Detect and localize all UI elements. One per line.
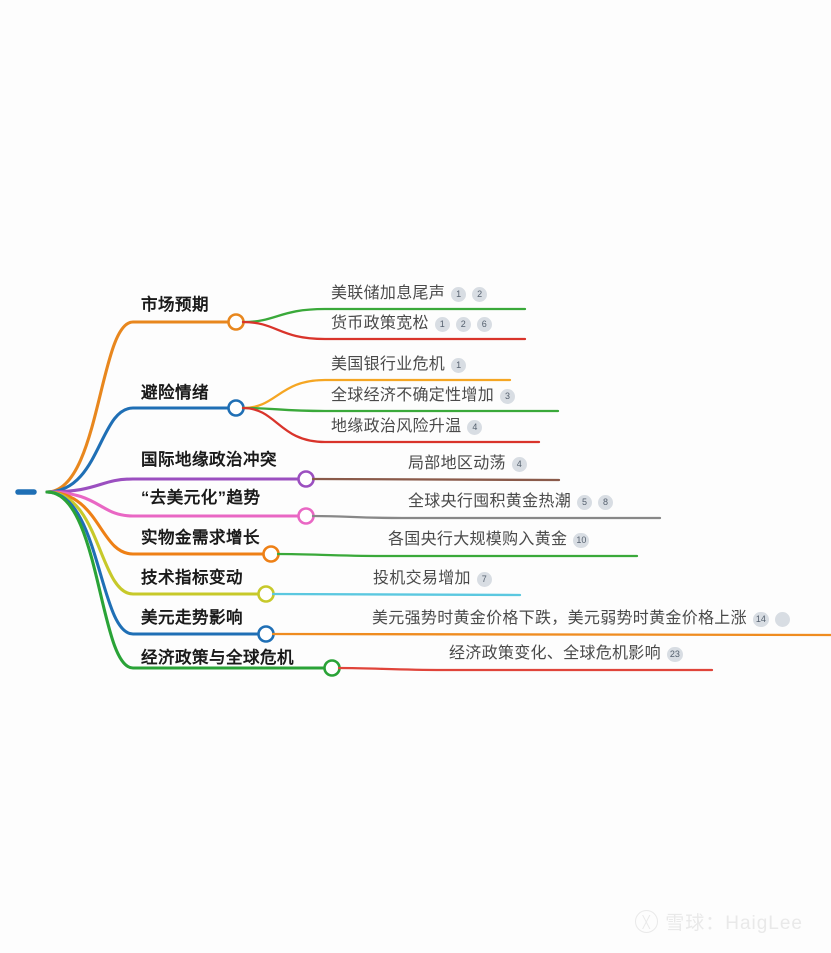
branch-node-1[interactable]: [227, 399, 245, 417]
leaf-item-2-0[interactable]: 局部地区动荡 4: [408, 456, 527, 472]
branch-trunk-0: [45, 320, 232, 494]
leaf-badge[interactable]: 14: [752, 611, 769, 627]
leaf-badge[interactable]: 4: [467, 419, 483, 435]
branch-label-7[interactable]: 经济政策与全球危机: [141, 649, 294, 667]
watermark: ╳ 雪球：HaigLee: [635, 908, 803, 935]
branch-label-0[interactable]: 市场预期: [141, 296, 209, 314]
leaf-badge[interactable]: 2: [455, 316, 471, 332]
leaf-item-1-1[interactable]: 全球经济不确定性增加 3: [331, 387, 516, 404]
leaf-badge[interactable]: 10: [573, 532, 590, 548]
leaf-text: 地缘政治风险升温: [331, 418, 462, 435]
leaf-badge[interactable]: 3: [500, 388, 516, 404]
leaf-item-5-0[interactable]: 投机交易增加 7: [373, 571, 492, 587]
leaf-badge[interactable]: 5: [577, 494, 593, 510]
child-line-0-1: [241, 320, 527, 341]
leaf-text: 全球经济不确定性增加: [331, 387, 495, 404]
leaf-item-7-0[interactable]: 经济政策变化、全球危机影响 23: [449, 646, 683, 662]
child-line-0-0: [241, 307, 527, 324]
leaf-badge[interactable]: 6: [476, 316, 492, 332]
child-line-2-0: [311, 477, 561, 482]
leaf-badge[interactable]: 1: [451, 357, 467, 373]
leaf-item-4-0[interactable]: 各国央行大规模购入黄金 10: [388, 531, 590, 548]
leaf-text: 经济政策变化、全球危机影响: [449, 645, 661, 662]
branch-node-4[interactable]: [262, 545, 280, 563]
leaf-item-1-2[interactable]: 地缘政治风险升温 4: [331, 418, 483, 435]
leaf-badge[interactable]: 7: [476, 571, 492, 587]
leaf-text: 美联储加息尾声: [331, 285, 446, 302]
leaf-badge[interactable]: 4: [511, 456, 527, 472]
branch-label-4[interactable]: 实物金需求增长: [141, 529, 260, 547]
branch-label-6[interactable]: 美元走势影响: [141, 609, 243, 627]
leaf-badge[interactable]: 1: [451, 286, 467, 302]
branch-node-2[interactable]: [297, 470, 315, 488]
leaf-item-6-0[interactable]: 美元强势时黄金价格下跌，美元弱势时黄金价格上涨 14: [372, 611, 790, 627]
leaf-text: 美元强势时黄金价格下跌，美元弱势时黄金价格上涨: [372, 610, 747, 627]
branch-label-2[interactable]: 国际地缘政治冲突: [141, 451, 277, 469]
child-line-1-0: [241, 378, 512, 410]
branch-label-1[interactable]: 避险情绪: [141, 384, 209, 402]
branch-node-6[interactable]: [257, 625, 275, 643]
child-line-1-1: [241, 406, 560, 413]
branch-node-0[interactable]: [227, 313, 245, 331]
watermark-text: 雪球：HaigLee: [665, 913, 803, 934]
leaf-badge[interactable]: 8: [598, 494, 614, 510]
leaf-badge[interactable]: [774, 611, 790, 627]
leaf-badge[interactable]: 23: [666, 646, 683, 662]
leaf-badge[interactable]: 2: [472, 286, 488, 302]
leaf-item-1-0[interactable]: 美国银行业危机 1: [331, 356, 467, 373]
child-line-1-2: [241, 406, 541, 444]
child-line-6-0: [271, 632, 831, 637]
branch-node-3[interactable]: [297, 507, 315, 525]
branch-node-5[interactable]: [257, 585, 275, 603]
branch-trunk-7: [45, 490, 328, 670]
leaf-text: 投机交易增加: [373, 570, 471, 587]
child-line-7-0: [337, 666, 714, 672]
leaf-text: 货币政策宽松: [331, 315, 429, 332]
branch-label-3[interactable]: “去美元化”趋势: [141, 489, 261, 507]
branch-label-5[interactable]: 技术指标变动: [141, 569, 243, 587]
leaf-text: 全球央行囤积黄金热潮: [408, 493, 572, 510]
child-line-4-0: [276, 552, 639, 558]
child-line-3-0: [311, 514, 662, 520]
leaf-text: 美国银行业危机: [331, 356, 446, 373]
branch-node-7[interactable]: [323, 659, 341, 677]
leaf-text: 各国央行大规模购入黄金: [388, 531, 568, 548]
child-line-5-0: [271, 592, 522, 597]
branch-trunk-1: [45, 406, 232, 494]
xueqiu-logo-icon: ╳: [635, 910, 659, 933]
leaf-text: 局部地区动荡: [408, 455, 506, 472]
leaf-badge[interactable]: 1: [434, 316, 450, 332]
